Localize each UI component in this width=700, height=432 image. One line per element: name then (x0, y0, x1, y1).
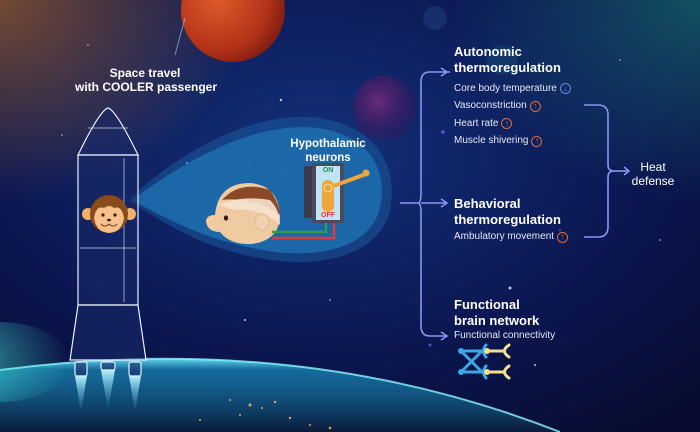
on-off-switch-icon (304, 163, 370, 223)
list-item-heart-rate: Heart rate ↑ (454, 115, 571, 133)
increase-arrow-icon: ↑ (531, 135, 543, 147)
increase-arrow-icon: ↑ (557, 231, 569, 243)
hypothalamic-title-line1: Hypothalamic (290, 138, 366, 150)
list-item-functional-connectivity: Functional connectivity (454, 330, 555, 342)
monkey-head-profile-icon (206, 183, 280, 245)
rocket-flames (75, 370, 141, 412)
list-item-ambulatory-movement: Ambulatory movement ↑ (454, 231, 569, 243)
increase-arrow-icon: ↑ (501, 118, 513, 130)
item-label: Vasoconstriction (454, 100, 527, 112)
neural-connection-icon (458, 343, 511, 380)
item-label: Functional connectivity (454, 330, 556, 342)
city-lights (199, 399, 332, 430)
stars (61, 44, 661, 366)
item-label: Ambulatory movement (454, 231, 555, 243)
green-wire (272, 222, 328, 234)
item-label: Muscle shivering (454, 135, 529, 147)
mars-planet (181, 0, 285, 62)
functional-section: Functional brain network Functional conn… (454, 297, 555, 342)
behavioral-header-line2: thermoregulation (454, 211, 561, 227)
list-item-core-body-temperature: Core body temperature ↓ (454, 80, 571, 98)
hypothalamic-title: Hypothalamic neurons (283, 138, 373, 166)
monkey-face-icon (82, 195, 136, 233)
rocket-title: Space travel with COOLER passenger (75, 66, 218, 95)
behavioral-section: Behavioral thermoregulation Ambulatory m… (454, 196, 569, 243)
rocket-title-line2: with COOLER passenger (75, 80, 218, 95)
autonomic-header-line2: thermoregulation (454, 59, 561, 75)
autonomic-section: Autonomic thermoregulation Core body tem… (454, 44, 571, 150)
decrease-arrow-icon: ↓ (559, 83, 571, 95)
purple-planet (353, 76, 417, 140)
increase-arrow-icon: ↑ (529, 100, 541, 112)
item-label: Core body temperature (454, 82, 557, 94)
functional-header-line1: Functional (454, 297, 520, 312)
item-label: Heart rate (454, 117, 499, 129)
heat-defense-label: Heat defense (628, 160, 678, 189)
list-item-vasoconstriction: Vasoconstriction ↑ (454, 98, 571, 116)
functional-header-line2: brain network (454, 312, 540, 328)
behavioral-header: Behavioral thermoregulation (454, 196, 568, 227)
heat-defense-line1: Heat (640, 160, 666, 174)
switch-off-label: OFF (321, 212, 335, 219)
functional-header: Functional brain network (454, 297, 555, 328)
rocket-title-line1: Space travel (109, 66, 181, 80)
heat-defense-line2: defense (631, 174, 675, 189)
list-item-muscle-shivering: Muscle shivering ↑ (454, 133, 571, 151)
autonomic-header: Autonomic thermoregulation (454, 44, 571, 75)
switch-on-label: ON (322, 167, 334, 174)
red-wire (272, 222, 336, 240)
rocket (69, 107, 147, 377)
flow-arrows (400, 67, 631, 341)
hypothalamic-title-line2: neurons (305, 151, 351, 164)
behavioral-header-line1: Behavioral (454, 196, 521, 211)
autonomic-header-line1: Autonomic (454, 44, 522, 59)
